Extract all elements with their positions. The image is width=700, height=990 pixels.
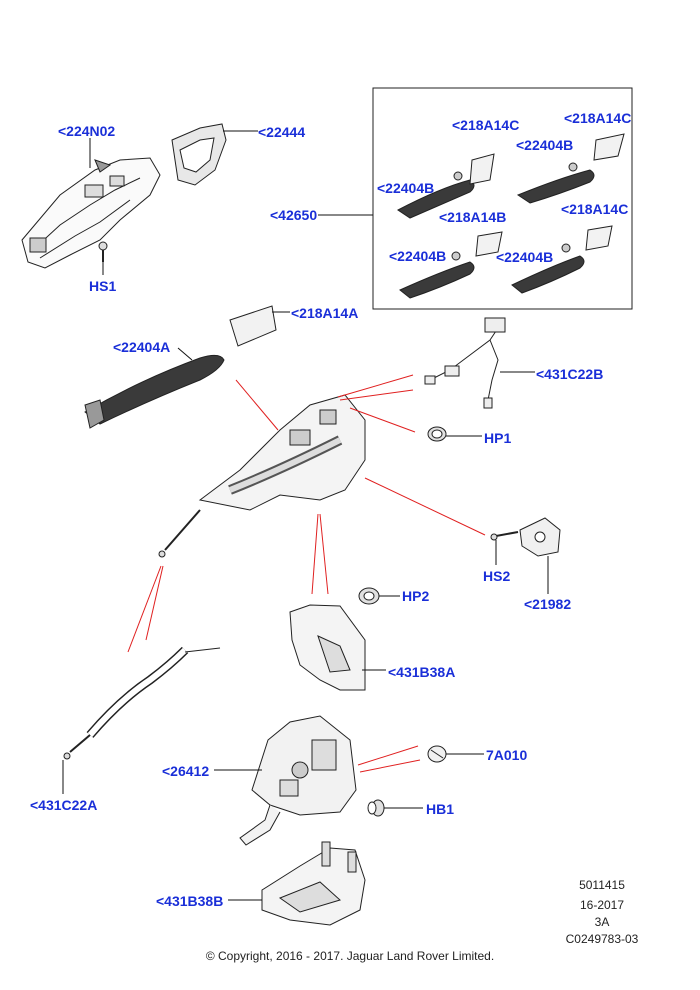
latch-cover bbox=[261, 841, 366, 926]
callout-22404B-2: <22404B bbox=[377, 180, 435, 196]
callout-hb1: HB1 bbox=[426, 801, 455, 817]
kit-box bbox=[372, 87, 633, 310]
callout-431C22B: <431C22B bbox=[536, 366, 604, 382]
release-cable bbox=[63, 646, 221, 760]
callout-431B38A: <431B38A bbox=[388, 664, 456, 680]
diagram-code: C0249783-03 bbox=[565, 932, 639, 946]
outer-handle bbox=[84, 354, 225, 429]
handle-cap bbox=[229, 305, 277, 347]
bracket-21982 bbox=[519, 517, 561, 557]
callout-218A14C-2: <218A14C bbox=[564, 110, 632, 126]
callout-7A010: 7A010 bbox=[486, 747, 528, 763]
callout-hs2: HS2 bbox=[483, 568, 511, 584]
callout-218A14B: <218A14B bbox=[439, 209, 507, 225]
bush-hb1 bbox=[367, 799, 385, 817]
callout-26412: <26412 bbox=[162, 763, 210, 779]
seal-7a010 bbox=[427, 745, 447, 763]
diagram-date: 16-2017 bbox=[579, 898, 625, 912]
plug-hp2 bbox=[358, 587, 380, 605]
handle-carrier-bracket bbox=[21, 157, 161, 269]
diagram-ref: 5011415 bbox=[579, 878, 625, 892]
callout-218A14C-1: <218A14C bbox=[452, 117, 520, 133]
callout-224N02: <224N02 bbox=[58, 123, 116, 139]
callout-22404B-3: <22404B bbox=[389, 248, 447, 264]
callout-22404B-4: <22404B bbox=[496, 249, 554, 265]
callout-431C22A: <431C22A bbox=[30, 797, 98, 813]
callout-431B38B: <431B38B bbox=[156, 893, 224, 909]
leader-22404A bbox=[177, 347, 193, 361]
plug-hp1 bbox=[427, 426, 447, 442]
diagram-rev: 3A bbox=[594, 915, 610, 929]
callout-22404A: <22404A bbox=[113, 339, 171, 355]
callout-218A14A: <218A14A bbox=[291, 305, 359, 321]
lock-cover bbox=[289, 604, 366, 691]
copyright-notice: © Copyright, 2016 - 2017. Jaguar Land Ro… bbox=[205, 949, 495, 963]
callout-hs1: HS1 bbox=[89, 278, 117, 294]
kit-handle-1 bbox=[397, 153, 495, 219]
screw-hs1 bbox=[98, 241, 108, 262]
callout-hp2: HP2 bbox=[402, 588, 430, 604]
screw-hs2 bbox=[490, 531, 519, 541]
callout-22404B-1: <22404B bbox=[516, 137, 574, 153]
handle-frame-assembly bbox=[158, 394, 366, 558]
kit-handle-2 bbox=[516, 133, 625, 204]
callout-21982: <21982 bbox=[524, 596, 572, 612]
door-latch bbox=[239, 715, 357, 846]
callout-22444: <22444 bbox=[258, 124, 306, 140]
callout-42650: <42650 bbox=[270, 207, 318, 223]
callout-hp1: HP1 bbox=[484, 430, 512, 446]
callout-218A14C-3: <218A14C bbox=[561, 201, 629, 217]
wiring-harness bbox=[424, 317, 506, 409]
kit-handle-3 bbox=[399, 231, 503, 299]
handle-gasket bbox=[171, 123, 227, 186]
kit-handle-4 bbox=[511, 225, 613, 294]
red-leaders bbox=[127, 374, 486, 773]
